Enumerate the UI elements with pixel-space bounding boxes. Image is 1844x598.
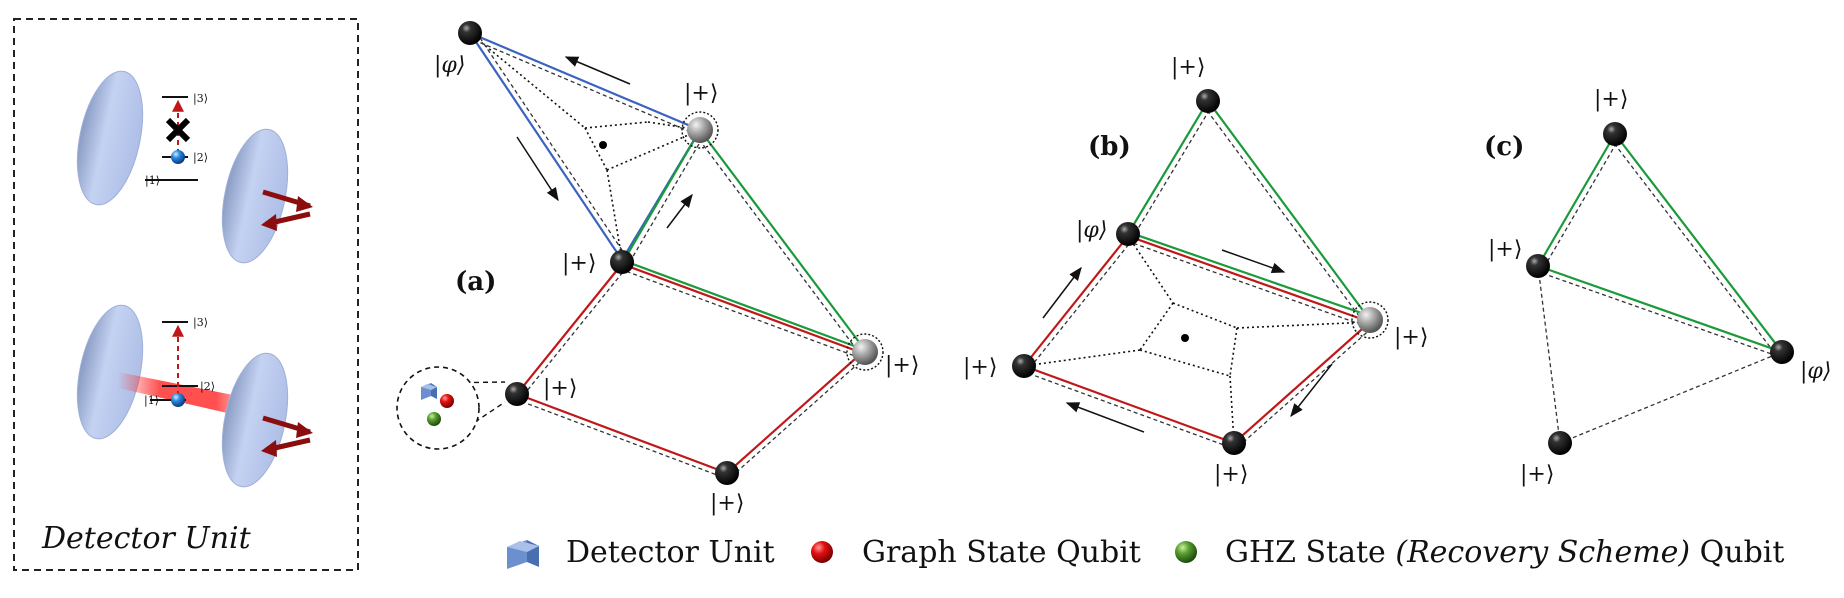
ket-label: |+⟩	[885, 353, 919, 378]
ket-label: |+⟩	[1520, 462, 1554, 487]
detector-boundary-lines	[1023, 235, 1371, 444]
legend-ghz-italic: (Recovery Scheme)	[1395, 535, 1690, 570]
ghz-edges	[1127, 100, 1371, 325]
qubit-node	[1548, 431, 1572, 455]
ket-label: |+⟩	[710, 491, 744, 516]
ket-label: |φ⟩	[1800, 359, 1831, 384]
measured-qubit-node	[852, 339, 878, 365]
qubit-node	[715, 461, 739, 485]
ket-label: |φ⟩	[1076, 218, 1107, 243]
legend-graph-label: Graph State Qubit	[862, 535, 1141, 570]
phi-edges	[469, 31, 701, 261]
measured-qubit-node	[1357, 307, 1383, 333]
detector-cube-icon	[507, 540, 539, 569]
laser-beam	[118, 372, 258, 420]
cavity-top: |3⟩ |2⟩ |1⟩	[76, 70, 313, 264]
atom-icon	[171, 393, 185, 407]
ket-label: |+⟩	[684, 81, 718, 106]
detector-unit-title: Detector Unit	[41, 521, 252, 556]
detector-unit-panel: |3⟩ |2⟩ |1⟩ |3⟩ |2⟩ |1⟩	[13, 18, 359, 571]
level-3-label: |3⟩	[193, 92, 208, 106]
detector-unit-frame	[13, 18, 359, 571]
panel-label: (a)	[455, 267, 496, 297]
mirror-left-icon	[76, 304, 144, 440]
qubit-node	[1770, 340, 1794, 364]
panel-b: |+⟩ |φ⟩ |+⟩ |+⟩ |+⟩ (b)	[963, 55, 1428, 487]
ket-label: |+⟩	[1594, 87, 1628, 112]
ket-label: |+⟩	[1214, 462, 1248, 487]
center-dot	[599, 141, 607, 149]
level-2-label: |2⟩	[193, 151, 208, 165]
qubit-node	[505, 382, 529, 406]
legend-ghz-suffix: Qubit	[1690, 535, 1784, 570]
measured-ring	[681, 111, 719, 149]
mirror-right-icon	[221, 128, 289, 264]
panel-label: (c)	[1484, 132, 1524, 162]
ghz-edges	[1535, 133, 1783, 358]
qubit-node	[1196, 89, 1220, 113]
qubit-node	[1116, 222, 1140, 246]
panel-label: (b)	[1088, 132, 1131, 162]
blocked-cross-icon	[165, 117, 191, 143]
graph-edges	[514, 262, 870, 479]
legend: Detector Unit Graph State Qubit GHZ Stat…	[507, 535, 1784, 570]
graph-edges	[1021, 234, 1375, 449]
legend-detector-label: Detector Unit	[566, 535, 775, 570]
graph-qubit-icon	[811, 541, 833, 563]
dashed-edges	[1537, 265, 1783, 444]
panel-c: |+⟩ |+⟩ |φ⟩ |+⟩ (c)	[1484, 87, 1831, 487]
cavity-bottom: |3⟩ |2⟩ |1⟩	[76, 304, 313, 488]
level-2-label: |2⟩	[200, 380, 215, 394]
measured-ring	[1351, 301, 1389, 339]
qubit-node	[610, 250, 634, 274]
ket-label: |φ⟩	[434, 53, 465, 78]
ket-label: |+⟩	[1488, 237, 1522, 262]
mirror-right-icon	[221, 352, 289, 488]
qubit-node	[1222, 431, 1246, 455]
ket-label: |+⟩	[963, 355, 997, 380]
graph-qubit-icon	[440, 394, 454, 408]
panel-a: |φ⟩ |+⟩ |+⟩ |+⟩ |+⟩ |+⟩ (a)	[396, 21, 919, 516]
ghz-edges	[621, 129, 866, 355]
qubit-node	[458, 21, 482, 45]
flow-arrows	[1042, 249, 1333, 433]
level-1-label: |1⟩	[144, 394, 159, 408]
detector-boundary-lines	[469, 32, 701, 261]
ket-label: |+⟩	[543, 376, 577, 401]
qubit-node	[1526, 254, 1550, 278]
atom-icon	[171, 150, 185, 164]
center-dot	[1181, 334, 1189, 342]
detector-cube-icon	[421, 383, 437, 400]
ket-label: |+⟩	[1394, 325, 1428, 350]
mirror-left-icon	[76, 70, 144, 206]
ghz-qubit-icon	[427, 412, 441, 426]
flow-arrows	[516, 56, 693, 229]
measured-qubit-node	[687, 117, 713, 143]
photon-arrows-icon	[261, 415, 313, 457]
qubit-node	[1012, 354, 1036, 378]
level-1-label: |1⟩	[145, 174, 160, 188]
qubit-node	[1603, 122, 1627, 146]
ghz-qubit-icon	[1175, 541, 1197, 563]
measured-ring	[846, 333, 884, 371]
legend-ghz-prefix: GHZ State	[1225, 535, 1395, 570]
photon-arrows-icon	[261, 189, 313, 231]
level-3-label: |3⟩	[193, 316, 208, 330]
ket-label: |+⟩	[562, 251, 596, 276]
ket-label: |+⟩	[1171, 55, 1205, 80]
legend-ghz-label: GHZ State (Recovery Scheme) Qubit	[1225, 535, 1784, 570]
qubit-zoom-callout	[396, 366, 506, 450]
